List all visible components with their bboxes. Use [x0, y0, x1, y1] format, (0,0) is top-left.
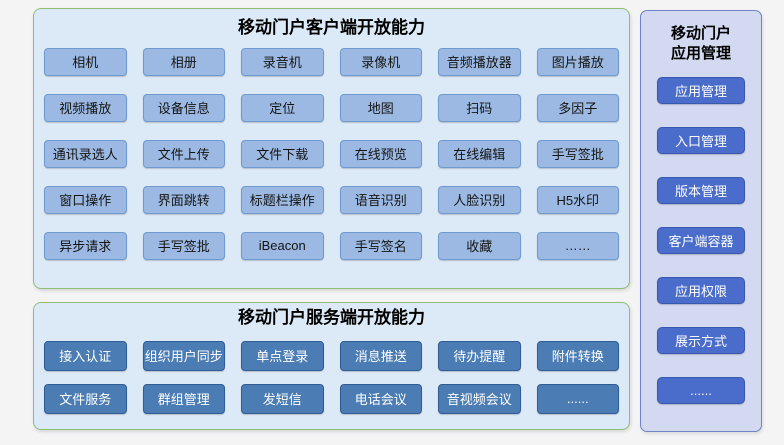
client-capability-handwrite-sign[interactable]: 手写签名	[339, 231, 422, 260]
client-capability-video-play[interactable]: 视频播放	[44, 93, 127, 122]
client-panel-title: 移动门户客户端开放能力	[238, 18, 425, 37]
client-capability-ibeacon[interactable]: iBeacon	[241, 231, 324, 260]
server-panel-title: 移动门户服务端开放能力	[238, 308, 425, 327]
client-capability-scan[interactable]: 扫码	[438, 93, 521, 122]
client-capability-file-download[interactable]: 文件下载	[241, 139, 324, 168]
server-capability-phone-conference[interactable]: 电话会议	[339, 383, 422, 414]
client-capability-map[interactable]: 地图	[339, 93, 422, 122]
client-capability-h5-watermark[interactable]: H5水印	[536, 185, 619, 214]
server-capability-more[interactable]: ......	[536, 383, 619, 414]
client-capability-location[interactable]: 定位	[241, 93, 324, 122]
sidebar-item-entry-manage[interactable]: 入口管理	[657, 126, 745, 154]
client-capability-favorites[interactable]: 收藏	[438, 231, 521, 260]
sidebar-item-version-manage[interactable]: 版本管理	[657, 176, 745, 204]
client-capability-contact-picker[interactable]: 通讯录选人	[44, 139, 127, 168]
client-capability-face-recognition[interactable]: 人脸识别	[438, 185, 521, 214]
sidebar-item-display-mode[interactable]: 展示方式	[657, 326, 745, 354]
client-capability-handwrite-approve2[interactable]: 手写签批	[142, 231, 225, 260]
server-capability-todo-reminder[interactable]: 待办提醒	[438, 340, 521, 371]
client-capability-camera[interactable]: 相机	[44, 47, 127, 76]
client-capability-speech-recognition[interactable]: 语音识别	[339, 185, 422, 214]
client-capability-ui-jump[interactable]: 界面跳转	[142, 185, 225, 214]
client-capabilities-grid: 相机 相册 录音机 录像机 音频播放器 图片播放 视频播放 设备信息 定位 地图…	[34, 38, 629, 260]
server-capability-sso[interactable]: 单点登录	[241, 340, 324, 371]
client-capability-device-info[interactable]: 设备信息	[142, 93, 225, 122]
server-capability-file-service[interactable]: 文件服务	[44, 383, 127, 414]
client-capability-window-ops[interactable]: 窗口操作	[44, 185, 127, 214]
server-capability-org-user-sync[interactable]: 组织用户同步	[142, 340, 225, 371]
server-capabilities-panel: 移动门户服务端开放能力 接入认证 组织用户同步 单点登录 消息推送 待办提醒 附…	[33, 302, 630, 430]
server-capability-group-manage[interactable]: 群组管理	[142, 383, 225, 414]
sidebar-item-app-manage[interactable]: 应用管理	[657, 76, 745, 104]
sidebar-item-client-container[interactable]: 客户端容器	[657, 226, 745, 254]
client-capability-online-preview[interactable]: 在线预览	[339, 139, 422, 168]
client-capability-audio-player[interactable]: 音频播放器	[438, 47, 521, 76]
server-capability-av-conference[interactable]: 音视频会议	[438, 383, 521, 414]
client-capability-image-player[interactable]: 图片播放	[536, 47, 619, 76]
client-capability-online-edit[interactable]: 在线编辑	[438, 139, 521, 168]
server-capability-message-push[interactable]: 消息推送	[339, 340, 422, 371]
client-capability-recorder[interactable]: 录音机	[241, 47, 324, 76]
client-capability-file-upload[interactable]: 文件上传	[142, 139, 225, 168]
sidebar-item-app-permission[interactable]: 应用权限	[657, 276, 745, 304]
sidebar-item-more[interactable]: ......	[657, 376, 745, 404]
server-capability-access-auth[interactable]: 接入认证	[44, 340, 127, 371]
client-capability-titlebar-ops[interactable]: 标题栏操作	[241, 185, 324, 214]
client-capabilities-panel: 移动门户客户端开放能力 相机 相册 录音机 录像机 音频播放器 图片播放 视频播…	[33, 8, 630, 289]
client-capability-handwrite-approve[interactable]: 手写签批	[536, 139, 619, 168]
client-capability-video-recorder[interactable]: 录像机	[339, 47, 422, 76]
client-capability-more[interactable]: ……	[536, 231, 619, 260]
app-management-title: 移动门户 应用管理	[670, 25, 731, 63]
app-management-list: 应用管理 入口管理 版本管理 客户端容器 应用权限 展示方式 ......	[641, 76, 761, 404]
server-capabilities-grid: 接入认证 组织用户同步 单点登录 消息推送 待办提醒 附件转换 文件服务 群组管…	[34, 328, 629, 414]
client-capability-album[interactable]: 相册	[142, 47, 225, 76]
client-capability-async-request[interactable]: 异步请求	[44, 231, 127, 260]
server-capability-send-sms[interactable]: 发短信	[241, 383, 324, 414]
app-management-panel: 移动门户 应用管理 应用管理 入口管理 版本管理 客户端容器 应用权限 展示方式…	[640, 10, 762, 432]
server-capability-attachment-convert[interactable]: 附件转换	[536, 340, 619, 371]
client-capability-multi-factor[interactable]: 多因子	[536, 93, 619, 122]
